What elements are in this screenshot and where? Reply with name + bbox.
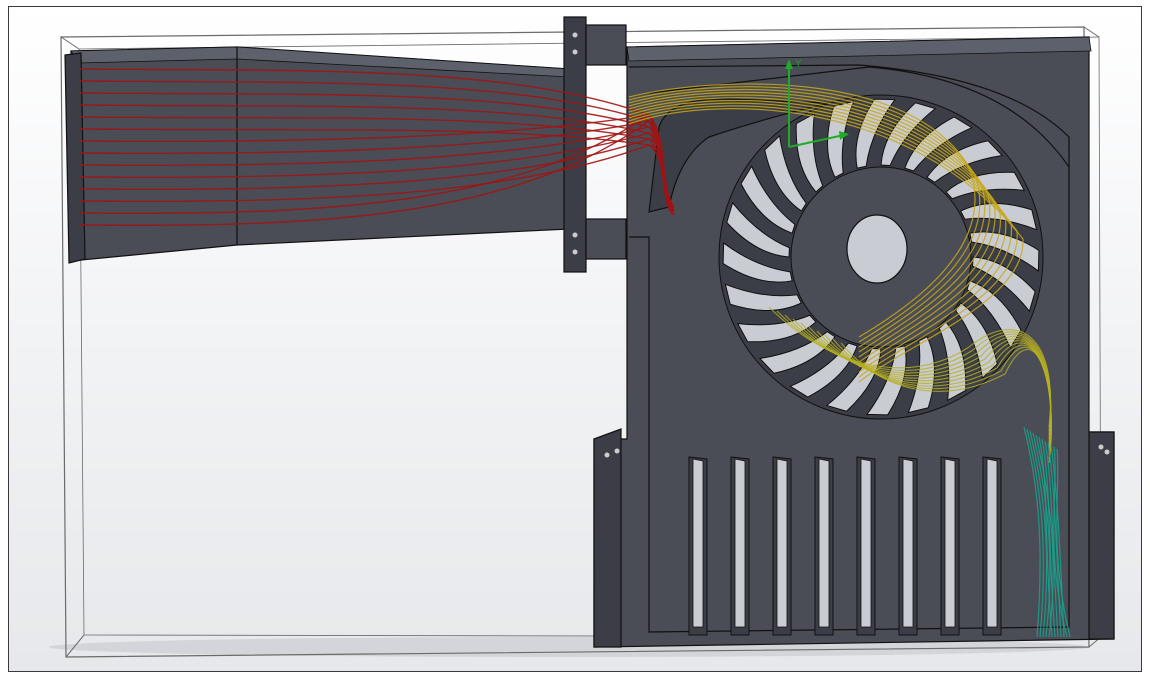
fin-face	[818, 458, 830, 628]
inlet-streamline	[78, 144, 675, 216]
mount-hole	[1104, 449, 1110, 455]
bolt-hole	[572, 49, 578, 55]
flange-plate	[563, 16, 587, 273]
outlet-streamline	[1035, 434, 1054, 638]
domain-edge	[65, 634, 85, 658]
impeller-blade	[724, 283, 803, 311]
bolt-hole	[572, 249, 578, 255]
flow-trajectories	[78, 68, 1071, 638]
flange	[563, 16, 627, 273]
outlet-streamline	[1038, 436, 1053, 638]
inlet-streamline	[78, 119, 675, 226]
bolt-hole	[572, 232, 578, 238]
volute-streamline	[628, 97, 1002, 363]
fin-face	[734, 458, 746, 628]
volute-streamline	[628, 94, 996, 358]
outlet-streamline	[1047, 442, 1062, 638]
coordinate-triad	[785, 59, 849, 148]
mount-hole	[604, 452, 610, 458]
outlet-streamline	[1032, 432, 1051, 638]
flange-lip	[585, 24, 627, 66]
cad-viewport: Y	[8, 6, 1142, 672]
impeller-blade	[969, 231, 1040, 272]
impeller-streamline	[840, 342, 1052, 464]
volute-streamline	[628, 105, 1018, 378]
outlet-fin-grille	[688, 456, 1002, 636]
outlet-streamline	[1044, 440, 1059, 638]
volute-streamline	[628, 83, 976, 338]
volute-streamline	[628, 88, 986, 348]
fin-face	[902, 458, 914, 628]
volute-streamline	[628, 91, 991, 353]
triad-x-axis	[788, 134, 845, 148]
motor-shaft	[846, 214, 908, 284]
inlet-duct	[64, 46, 585, 264]
triad-arrowhead	[785, 59, 793, 69]
inlet-duct-mouth	[64, 52, 86, 264]
mount-hole	[1098, 444, 1104, 450]
impeller-blade	[764, 134, 807, 212]
outlet-streamline	[1056, 448, 1071, 638]
impeller-blade	[880, 102, 937, 166]
impeller-blade	[740, 165, 796, 234]
outlet-streamline	[1041, 438, 1056, 638]
volute-scroll-edge	[648, 66, 1070, 168]
fin-face	[860, 458, 872, 628]
impeller-blade	[945, 171, 1026, 200]
housing-inner-wall	[628, 64, 1070, 633]
volute-streamline	[628, 102, 1012, 373]
fin-face	[944, 458, 956, 628]
outlet-streamline	[1023, 426, 1041, 638]
outlet-streamline	[1029, 430, 1048, 638]
flange-lip	[585, 218, 627, 260]
volute-streamline	[628, 108, 1024, 383]
domain-edge	[60, 36, 80, 50]
housing-top-face	[626, 36, 1092, 62]
outlet-streamline	[1050, 444, 1065, 638]
outlet-streamline	[1026, 428, 1044, 638]
volute-streamline	[628, 99, 1007, 368]
housing-mount-block	[593, 428, 622, 648]
triad-arrowhead	[839, 131, 849, 140]
fan-cfd-scene	[49, 16, 1115, 658]
impeller-blade	[904, 116, 973, 172]
domain-edge	[1083, 26, 1100, 38]
impeller-blade	[726, 201, 790, 258]
fin-face	[986, 458, 998, 628]
fin-face	[692, 458, 704, 628]
triad-y-label: Y	[795, 57, 802, 70]
mount-hole	[614, 448, 620, 454]
outlet-streamline	[1053, 446, 1068, 638]
impeller-blade	[722, 242, 793, 283]
fin-face	[776, 458, 788, 628]
volute-streamline	[628, 86, 981, 343]
impeller-blade	[907, 335, 935, 414]
impeller-blade	[955, 302, 998, 380]
housing-mount-block	[1088, 431, 1115, 640]
bolt-hole	[572, 32, 578, 38]
